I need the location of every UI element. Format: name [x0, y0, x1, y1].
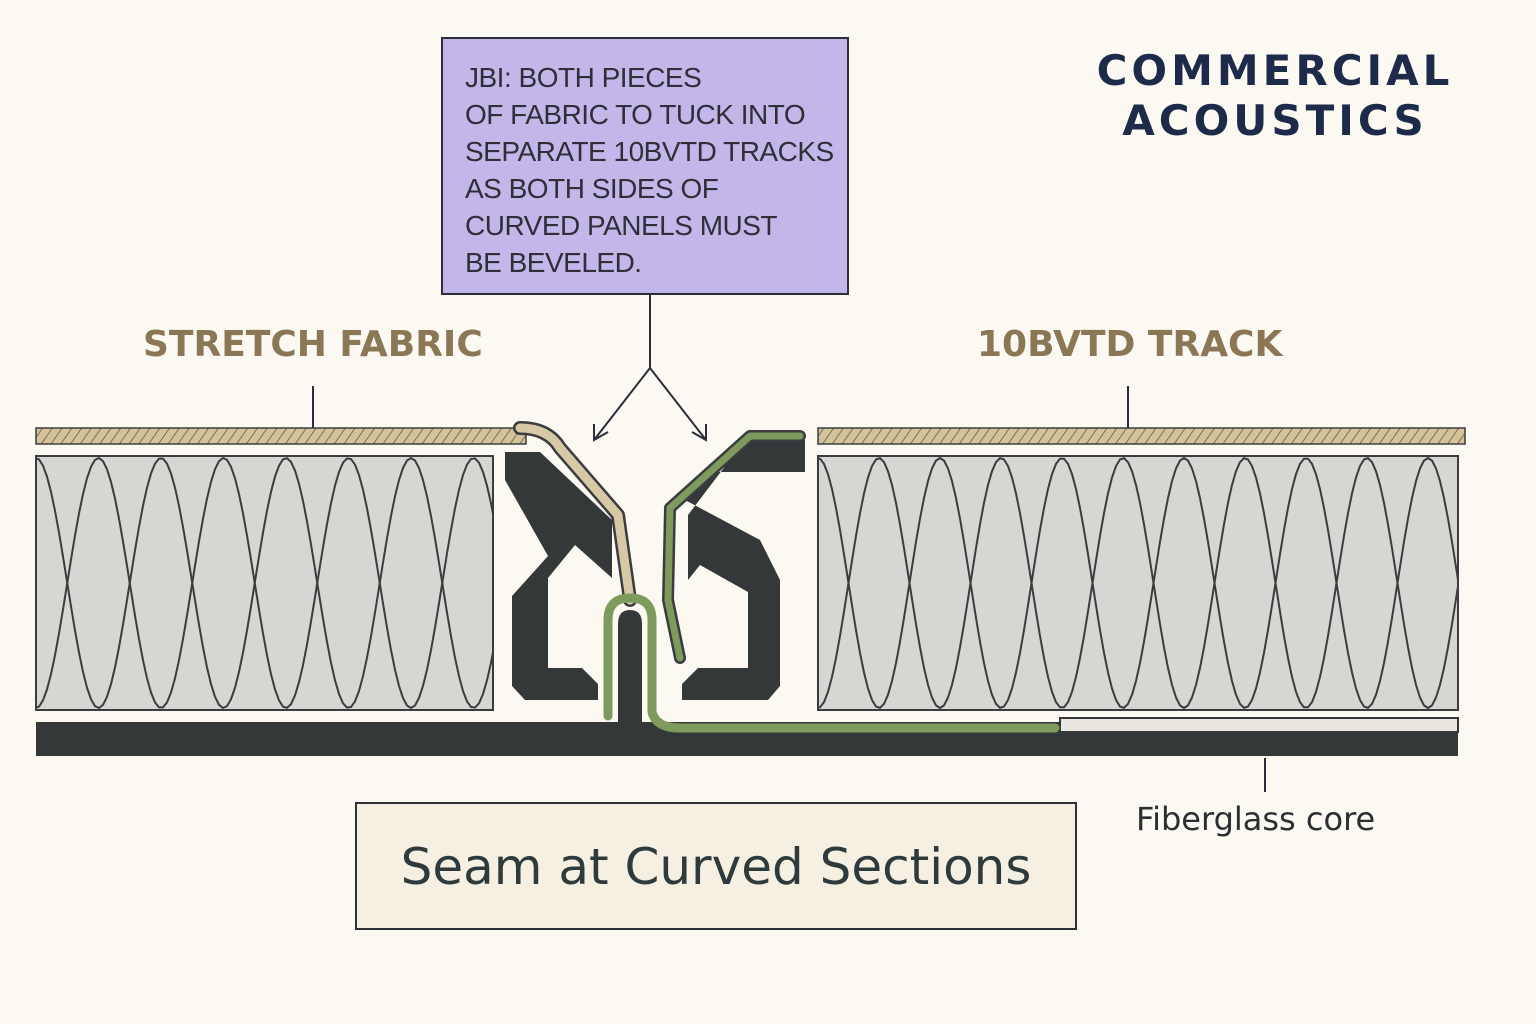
insulation-wave — [36, 456, 493, 710]
note-line: AS BOTH SIDES OF — [465, 173, 719, 204]
caption-title: Seam at Curved Sections — [400, 838, 1032, 896]
backing-shim — [1059, 717, 1459, 733]
track-label: 10BVTD TRACK — [977, 324, 1283, 365]
insulation-wave — [36, 456, 493, 710]
left-fiberglass-core — [35, 455, 494, 711]
note-arrows — [593, 295, 707, 442]
note-line: JBI: BOTH PIECES — [465, 62, 702, 93]
installation-note-box: JBI: BOTH PIECES OF FABRIC TO TUCK INTO … — [441, 37, 849, 295]
left-track-profile — [505, 452, 612, 700]
center-spline-wrap — [603, 593, 1060, 733]
note-line: BE BEVELED. — [465, 247, 642, 278]
insulation-wave — [818, 456, 1458, 709]
insulation-wave — [818, 457, 1458, 710]
fiberglass-core-label: Fiberglass core — [1136, 800, 1376, 838]
right-fabric-layer — [817, 427, 1466, 445]
note-line: OF FABRIC TO TUCK INTO — [465, 99, 806, 130]
note-line: SEPARATE 10BVTD TRACKS — [465, 136, 834, 167]
note-line: CURVED PANELS MUST — [465, 210, 778, 241]
caption-box: Seam at Curved Sections — [355, 802, 1077, 930]
right-track-profile — [682, 440, 805, 700]
stretch-fabric-label: STRETCH FABRIC — [143, 324, 483, 365]
left-fabric-layer — [35, 427, 527, 445]
right-fiberglass-core — [817, 455, 1459, 711]
brand-name-line2: ACOUSTICS — [1122, 96, 1428, 145]
center-spline — [618, 610, 642, 740]
brand-name-line1: COMMERCIAL — [1096, 46, 1454, 95]
